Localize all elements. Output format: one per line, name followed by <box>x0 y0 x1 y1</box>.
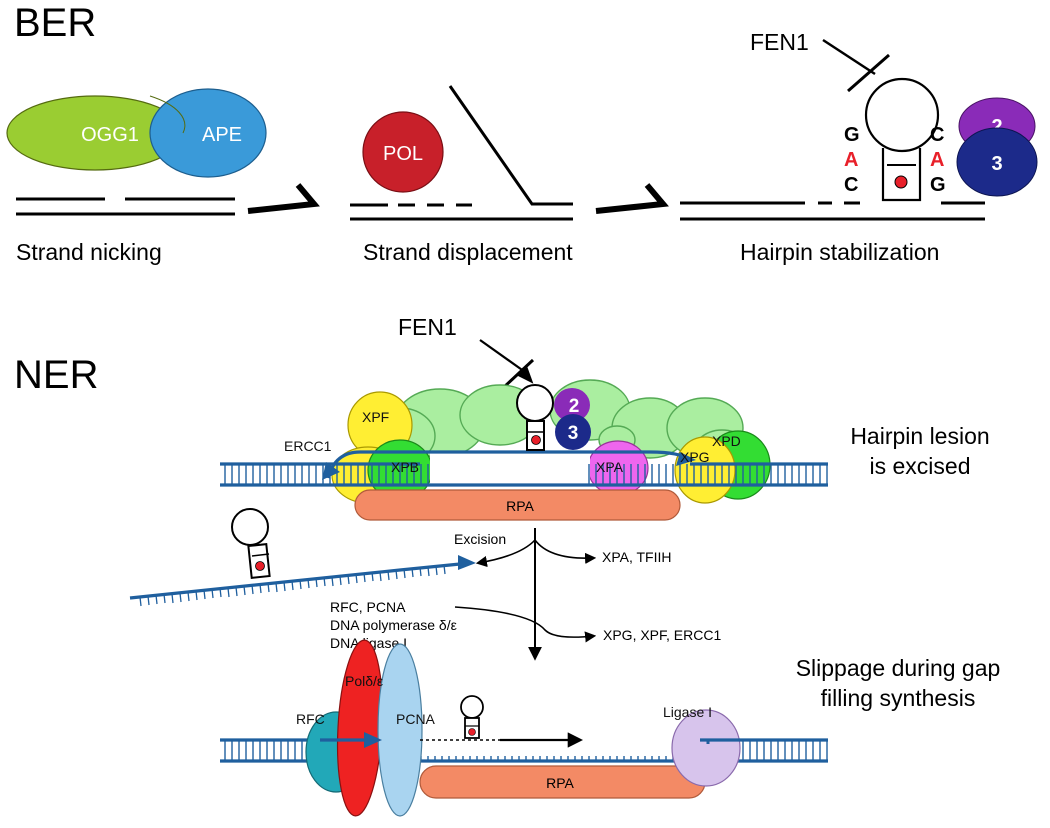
excision-label: Excision <box>454 531 506 547</box>
hairpin-left-base-2: A <box>844 149 858 171</box>
hairpin-stem <box>881 148 922 202</box>
displaced-flap <box>448 85 573 206</box>
fen1-label-ber: FEN1 <box>750 29 809 55</box>
note-hairpin-excised-line1: Hairpin lesion <box>850 423 989 449</box>
ber-step-displacement: POL Strand displacement <box>350 85 573 265</box>
gap-filling-synthesis: RPA RFC Polδ/ε PCNA Ligase I <box>220 639 828 817</box>
ner-section-title: NER <box>14 353 98 397</box>
ner-excision-complex: RPA XPF ERCC1 XPB XPA XPG XPD 2 3 <box>220 379 828 521</box>
recruited-factor-1: RFC, PCNA <box>330 599 406 615</box>
xpg-label: XPG <box>680 449 710 465</box>
step-caption-displacement: Strand displacement <box>363 239 573 265</box>
rpa-protein <box>354 489 681 521</box>
badge-3-label-ner: 3 <box>568 423 579 444</box>
ber-step-nicking: OGG1 APE Strand nicking <box>6 88 267 265</box>
note-slippage-line2: filling synthesis <box>821 685 976 711</box>
xpb-label: XPB <box>391 459 419 475</box>
excision-flow: Excision XPA, TFIIH RFC, PCNA DNA polyme… <box>330 528 721 661</box>
pcna-protein <box>377 643 423 817</box>
fen1-ner-inhibition-bar <box>501 358 535 390</box>
recruited-factor-2: DNA polymerase δ/ε <box>330 617 457 633</box>
excised-oligo <box>129 508 476 607</box>
hairpin-right-base-1: C <box>930 124 944 146</box>
step-caption-hairpin: Hairpin stabilization <box>740 239 939 265</box>
pol-delta-epsilon-label: Polδ/ε <box>345 673 383 689</box>
badge-2-ner <box>554 388 590 422</box>
ber-section-title: BER <box>14 1 96 45</box>
rpa-label: RPA <box>506 498 534 514</box>
ercc1-label: ERCC1 <box>284 438 332 454</box>
badge-3-ber <box>956 127 1038 197</box>
ligase-label: Ligase I <box>663 704 712 720</box>
ner-hairpin-loop <box>516 384 554 422</box>
badge-3-ner <box>555 414 591 450</box>
xpa-label: XPA <box>596 459 624 475</box>
pol-enzyme <box>362 111 444 193</box>
rfc-label: RFC <box>296 711 325 727</box>
fen1-ner-inhibition-line <box>479 339 526 373</box>
ner-lesion-dot <box>531 435 541 445</box>
step-caption-nicking: Strand nicking <box>16 239 162 265</box>
lesion-dot <box>894 175 908 189</box>
hairpin-left-base-1: G <box>844 124 860 146</box>
step-arrow-2 <box>595 183 669 214</box>
badge-2-label-ner: 2 <box>569 396 580 417</box>
pol-label: POL <box>383 143 423 165</box>
step-arrow-1 <box>247 183 320 214</box>
ber-step-hairpin: FEN1 G A C C A G 2 3 Hairpin stabilizati… <box>680 29 1038 265</box>
badge-2-label-ber: 2 <box>991 116 1002 138</box>
hairpin-right-base-2: A <box>930 149 944 171</box>
fen1-label-ner: FEN1 <box>398 314 457 340</box>
pcna-label: PCNA <box>396 711 436 727</box>
fen1-inhibition-bar <box>847 53 890 93</box>
released-factors-1: XPA, TFIIH <box>602 549 672 565</box>
hairpin-left-base-3: C <box>844 174 858 196</box>
hairpin-loop <box>864 77 940 153</box>
hairpin-right-base-3: G <box>930 174 946 196</box>
ligase-protein <box>671 709 741 787</box>
badge-3-label-ber: 3 <box>991 153 1002 175</box>
ogg1-label: OGG1 <box>81 124 139 146</box>
note-slippage-line1: Slippage during gap <box>796 655 1001 681</box>
xpd-label: XPD <box>712 433 741 449</box>
ape-enzyme <box>149 88 267 178</box>
released-factors-2: XPG, XPF, ERCC1 <box>603 627 721 643</box>
rpa-synthesis-label: RPA <box>546 775 574 791</box>
fen1-inhibition-line <box>822 38 876 76</box>
xpf-label: XPF <box>362 409 389 425</box>
note-hairpin-excised-line2: is excised <box>870 453 971 479</box>
ape-label: APE <box>202 124 242 146</box>
